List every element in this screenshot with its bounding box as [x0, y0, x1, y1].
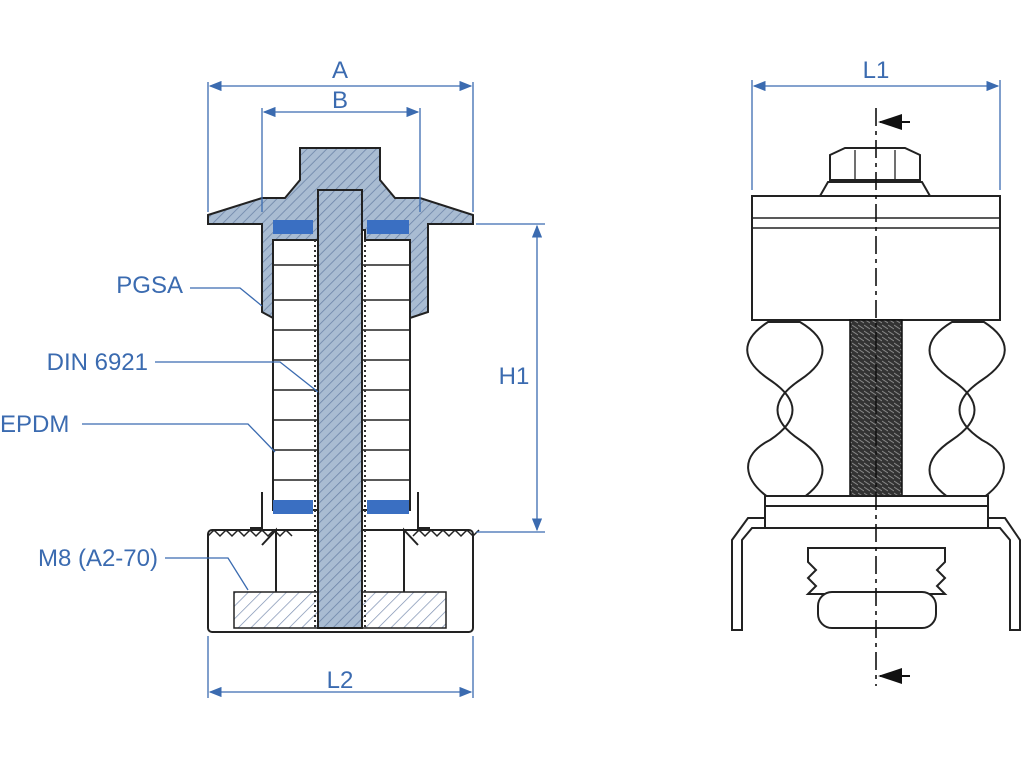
- base-serration: [207, 528, 480, 538]
- dimension-L2: L2: [207, 636, 474, 698]
- bellows-left: [746, 321, 824, 504]
- pad-top-right: [367, 220, 409, 234]
- pad-bottom-right: [367, 500, 409, 514]
- nut-washer: [818, 181, 932, 197]
- callout-pgsa-label: PGSA: [116, 272, 183, 299]
- dim-label-b: B: [332, 87, 348, 114]
- side-view: [731, 108, 1021, 686]
- dimension-L1: L1: [751, 57, 1001, 190]
- dimension-B: B: [261, 87, 421, 212]
- dim-label-l2: L2: [327, 667, 354, 694]
- dim-label-h1: H1: [499, 363, 530, 390]
- callout-epdm-label: EPDM: [0, 411, 69, 438]
- dimension-A: A: [207, 57, 474, 212]
- pad-bottom-left: [273, 500, 313, 514]
- callout-m8: M8 (A2-70): [38, 545, 249, 591]
- dim-label-a: A: [332, 57, 348, 84]
- pgsa-cap: [207, 147, 474, 320]
- pad-top-left: [273, 220, 313, 234]
- callout-din-label: DIN 6921: [47, 349, 148, 376]
- hex-nut: [829, 147, 921, 181]
- lower-bracket-right: [403, 492, 430, 592]
- dim-label-l1: L1: [863, 57, 890, 84]
- section-view: [207, 147, 480, 633]
- dimension-H1: H1: [476, 223, 545, 533]
- callout-din: DIN 6921: [47, 349, 319, 393]
- callout-epdm: EPDM: [0, 411, 276, 453]
- lower-bracket-left: [250, 492, 277, 592]
- callout-pgsa: PGSA: [116, 272, 263, 307]
- bellows-right: [928, 321, 1006, 504]
- callout-m8-label: M8 (A2-70): [38, 545, 158, 572]
- central-bolt: [317, 189, 363, 629]
- wing-nut: [817, 591, 937, 629]
